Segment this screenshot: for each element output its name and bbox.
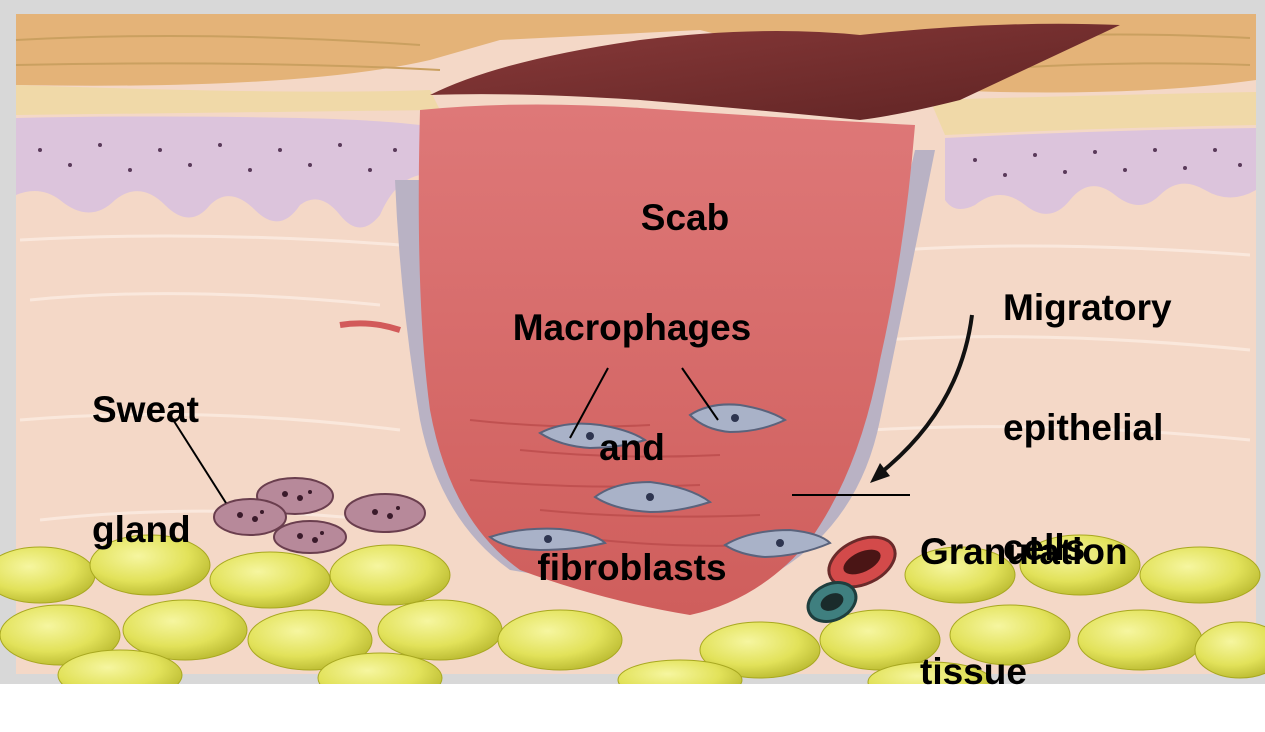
label-macrophages-line-2: and [478,428,786,468]
label-macrophages-line-3: fibroblasts [478,548,786,588]
label-sweat: Sweat gland [92,310,272,590]
label-migratory-line-2: epithelial [1003,408,1223,448]
label-macrophages: Macrophages and fibroblasts [478,228,786,628]
label-granulation-line-1: Granulation [920,532,1180,572]
label-macrophages-line-1: Macrophages [478,308,786,348]
label-sweat-line-2: gland [92,510,272,550]
label-granulation-line-2: tissue [920,652,1180,692]
label-migratory-line-1: Migratory [1003,288,1223,328]
label-sweat-line-1: Sweat [92,390,272,430]
label-granulation: Granulation tissue [920,452,1180,732]
wound-healing-diagram: Scab Macrophages and fibroblasts Migrato… [0,0,1265,684]
